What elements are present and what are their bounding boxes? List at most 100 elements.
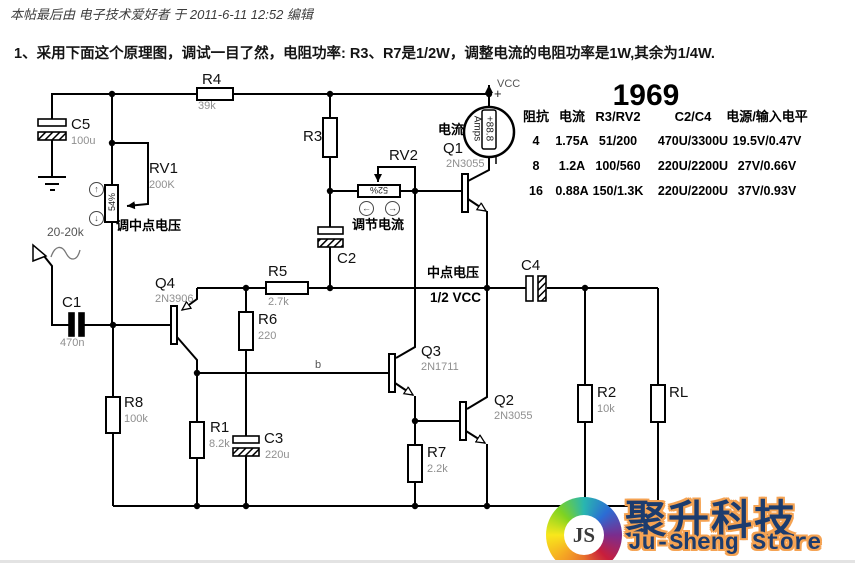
resistor-r4-symbol: [196, 87, 234, 101]
resistor-r5-symbol: [265, 281, 309, 295]
table-col-supply: 电源/输入电平 19.5V/0.47V 27V/0.66V 37V/0.93V: [717, 104, 817, 204]
table-col-c2c4: C2/C4 470U/3300U 220U/2200U 220U/2200U: [648, 104, 738, 204]
meter-unit: Amps: [471, 115, 483, 142]
wires: [43, 85, 659, 507]
rv1-up-icon: ↑: [89, 182, 104, 197]
table-cell: 8: [532, 159, 540, 173]
note-midpoint-voltage: 中点电压: [427, 265, 480, 280]
table-cell: 27V/0.66V: [737, 159, 797, 173]
value-q1: 2N3055: [446, 158, 485, 170]
table-col-impedance: 阻抗 4 8 16: [511, 104, 561, 204]
table-cell: 1.2A: [558, 159, 586, 173]
ground-symbol: [38, 176, 66, 191]
label-q1: Q1: [443, 140, 464, 157]
label-rl: RL: [669, 384, 689, 401]
table-title: 1969: [612, 79, 680, 112]
meter-plus-mark: +: [494, 86, 502, 101]
value-r1: 8.2k: [209, 438, 230, 450]
resistor-rl-symbol: [650, 384, 666, 423]
table-cell: 220U/2200U: [657, 159, 729, 173]
label-vcc: VCC: [497, 78, 521, 90]
transistor-q2-bar: [459, 401, 467, 441]
value-r7: 2.2k: [427, 463, 448, 475]
label-r1: R1: [210, 419, 230, 436]
note-adjust-midpoint: 调中点电压: [116, 218, 182, 233]
table-cell: 4: [532, 134, 540, 148]
table-header: 电源/输入电平: [726, 109, 808, 124]
label-r3: R3: [303, 128, 323, 145]
note-half-vcc: 1/2 VCC: [430, 290, 482, 305]
rv2-right-icon: →: [385, 201, 400, 216]
cap-c2-plate: [317, 226, 344, 235]
value-r8: 100k: [124, 413, 148, 425]
store-logo-initials: JS: [564, 515, 604, 555]
resistor-r3-symbol: [322, 117, 338, 158]
label-r8: R8: [124, 394, 144, 411]
rv2-percent: 52%: [370, 185, 389, 195]
value-r4: 39k: [198, 100, 216, 112]
value-c1: 470n: [60, 337, 85, 349]
resistor-symbols: [104, 87, 666, 483]
label-r5: R5: [268, 263, 288, 280]
note-adjust-current: 调节电流: [352, 217, 405, 232]
bottom-divider: [0, 560, 855, 563]
value-rv1: 200K: [149, 179, 175, 191]
value-q2: 2N3055: [494, 410, 533, 422]
potentiometer-rv2-symbol: [357, 184, 401, 198]
cap-c2-plate-neg: [317, 238, 344, 248]
label-c2: C2: [337, 250, 357, 267]
label-input-band: 20-20k: [47, 225, 84, 239]
label-q2: Q2: [494, 392, 515, 409]
table-cell: 150/1.3K: [592, 184, 644, 198]
cap-c5-plate: [37, 118, 67, 127]
transistor-q4-bar: [170, 305, 178, 345]
value-r2: 10k: [597, 403, 615, 415]
resistor-r7-symbol: [407, 444, 423, 483]
rv2-left-icon: ←: [359, 201, 374, 216]
sine-wave-icon: [50, 246, 81, 260]
table-cell: 37V/0.93V: [737, 184, 797, 198]
table-cell: 16: [529, 184, 543, 198]
store-name-en: Ju-Sheng Store: [628, 530, 822, 556]
table-header: 电流: [558, 109, 585, 124]
value-q3: 2N1711: [421, 361, 459, 373]
table-cell: 470U/3300U: [657, 134, 729, 148]
label-q3: Q3: [421, 343, 442, 360]
cap-c3-plate-neg: [232, 447, 260, 457]
resistor-r6-symbol: [238, 311, 254, 351]
cap-c1-plate-b: [78, 312, 85, 337]
ammeter-symbol: [462, 105, 516, 159]
potentiometer-rv1-symbol: [104, 184, 119, 223]
table-header: 阻抗: [522, 109, 549, 124]
resistor-r1-symbol: [189, 421, 205, 459]
table-cell: 51/200: [598, 134, 638, 148]
label-rv1: RV1: [149, 160, 178, 177]
table-cell: 0.88A: [555, 184, 589, 198]
value-c3: 220u: [265, 449, 290, 461]
label-base-node: b: [315, 359, 322, 371]
resistor-r8-symbol: [105, 396, 121, 434]
table-cell: 100/560: [595, 159, 641, 173]
transistor-q1-bar: [461, 173, 469, 213]
label-r2: R2: [597, 384, 617, 401]
cap-c4-plate: [525, 275, 534, 302]
table-cell: 1.75A: [555, 134, 589, 148]
table-cell: 19.5V/0.47V: [732, 134, 802, 148]
store-name-cn: 聚升科技: [625, 497, 797, 543]
post-edit-note: 本帖最后由 电子技术爱好者 于 2011-6-11 12:52 编辑: [10, 7, 313, 22]
cap-c3-plate: [232, 435, 260, 444]
table-col-r3rv2: R3/RV2 51/200 100/560 150/1.3K: [583, 104, 653, 204]
table-cell: 220U/2200U: [657, 184, 729, 198]
value-c5: 100u: [71, 135, 96, 147]
label-c4: C4: [521, 257, 541, 274]
label-rv2: RV2: [389, 147, 418, 164]
label-ammeter: 电流: [438, 122, 465, 137]
resistor-r2-symbol: [577, 384, 593, 423]
label-r6: R6: [258, 311, 278, 328]
post-instruction: 1、采用下面这个原理图，调试一目了然，电阻功率: R3、R7是1/2W，调整电流…: [14, 46, 715, 62]
label-r7: R7: [427, 444, 447, 461]
rv1-down-icon: ↓: [89, 211, 104, 226]
value-r6: 220: [258, 330, 277, 342]
transistor-q3-bar: [388, 353, 396, 393]
